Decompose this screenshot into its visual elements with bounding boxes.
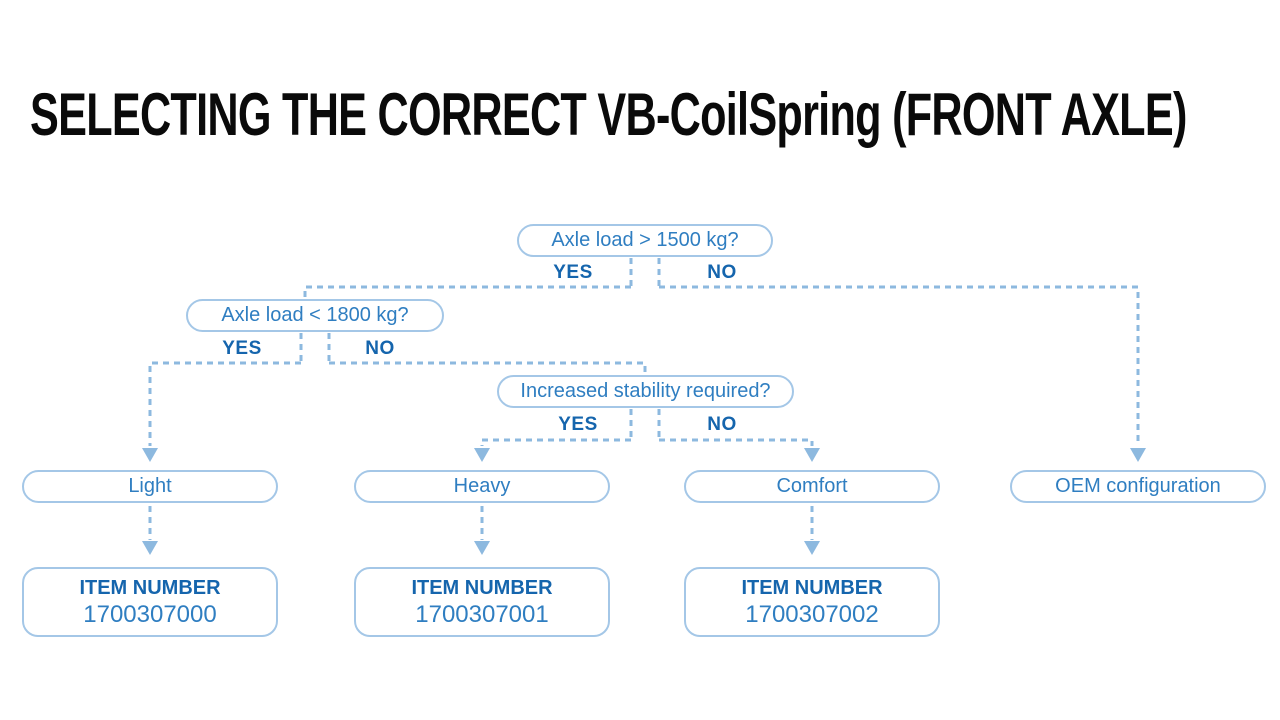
yes-label-decision-1: YES — [553, 262, 593, 283]
page-title: SELECTING THE CORRECT VB-CoilSpring (FRO… — [30, 81, 1187, 148]
item-number-label: ITEM NUMBER — [741, 576, 883, 599]
arrowhead-down-icon — [474, 541, 490, 555]
arrowhead-down-icon — [474, 448, 490, 462]
item-number-value: 1700307002 — [745, 600, 879, 628]
yes-label-decision-3: YES — [558, 414, 598, 435]
item-number-box-heavy: ITEM NUMBER 1700307001 — [354, 567, 610, 637]
item-number-label: ITEM NUMBER — [411, 576, 553, 599]
decision-node-axle-load-1800: Axle load < 1800 kg? — [186, 299, 444, 332]
item-number-box-comfort: ITEM NUMBER 1700307002 — [684, 567, 940, 637]
arrowhead-down-icon — [804, 448, 820, 462]
item-number-label: ITEM NUMBER — [79, 576, 221, 599]
decision-node-stability: Increased stability required? — [497, 375, 794, 408]
no-label-decision-1: NO — [707, 262, 737, 283]
arrowhead-down-icon — [142, 541, 158, 555]
option-node-heavy: Heavy — [354, 470, 610, 503]
arrowhead-down-icon — [142, 448, 158, 462]
item-number-value: 1700307001 — [415, 600, 549, 628]
yes-label-decision-2: YES — [222, 338, 262, 359]
option-node-comfort: Comfort — [684, 470, 940, 503]
decision-node-axle-load-1500: Axle load > 1500 kg? — [517, 224, 773, 257]
arrowhead-down-icon — [1130, 448, 1146, 462]
dashed-connector — [329, 361, 647, 374]
item-number-value: 1700307000 — [83, 600, 217, 628]
dashed-connector — [480, 438, 631, 446]
arrowhead-down-icon — [804, 541, 820, 555]
item-number-box-light: ITEM NUMBER 1700307000 — [22, 567, 278, 637]
no-label-decision-2: NO — [365, 338, 395, 359]
dashed-connector — [303, 285, 631, 298]
option-node-light: Light — [22, 470, 278, 503]
dashed-connector — [148, 361, 301, 446]
option-node-oem-configuration: OEM configuration — [1010, 470, 1266, 503]
no-label-decision-3: NO — [707, 414, 737, 435]
dashed-connector — [659, 438, 814, 446]
